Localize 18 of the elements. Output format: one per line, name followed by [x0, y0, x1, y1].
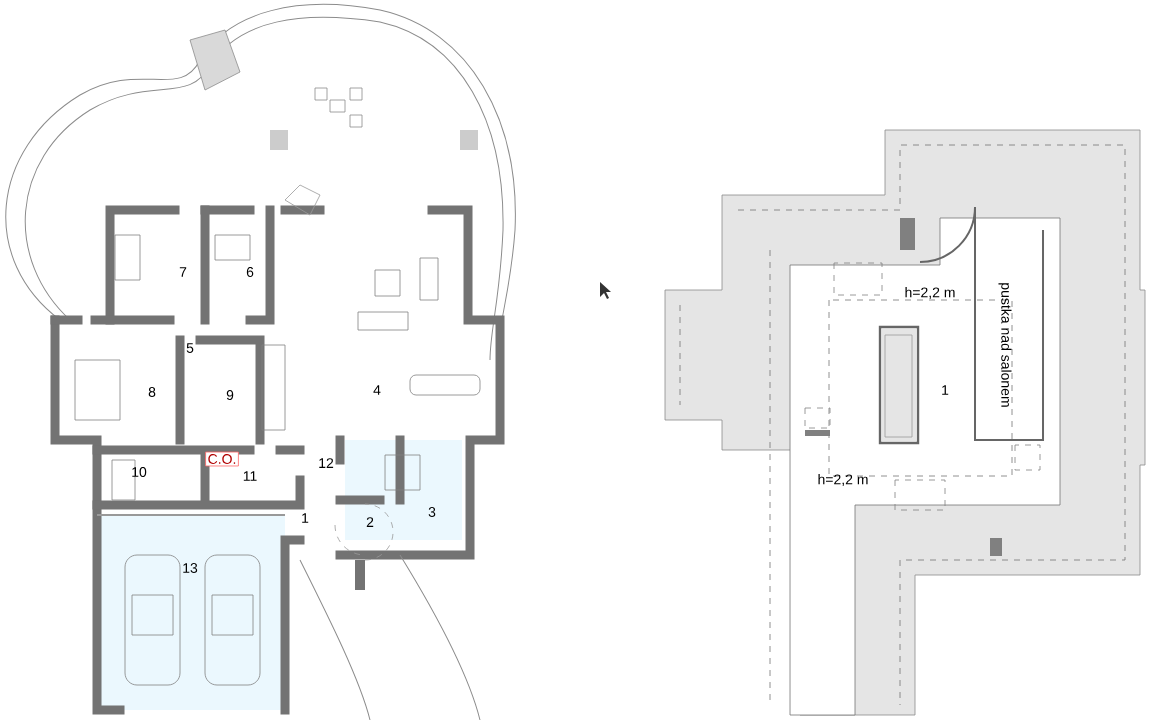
room-number: 9 [226, 390, 234, 400]
boiler-room-tag: C.O. [205, 451, 239, 467]
room-number: 2 [366, 517, 374, 527]
room-number: 4 [373, 385, 381, 395]
room-number: 11 [243, 471, 257, 481]
room-number: 12 [319, 458, 334, 468]
room-number: 6 [246, 267, 254, 277]
height-note: h=2,2 m [818, 474, 868, 486]
room-number: 1 [302, 513, 309, 523]
height-note: h=2,2 m [905, 287, 955, 299]
room-number: 7 [179, 267, 187, 277]
room-number: 10 [132, 467, 147, 477]
area-note: pustka nad salonem [998, 283, 1012, 407]
room-number: 8 [148, 387, 156, 397]
room-number: 5 [186, 343, 194, 353]
room-number: 13 [183, 563, 198, 573]
room-number: 3 [428, 507, 436, 517]
room-number: 1 [942, 385, 949, 395]
